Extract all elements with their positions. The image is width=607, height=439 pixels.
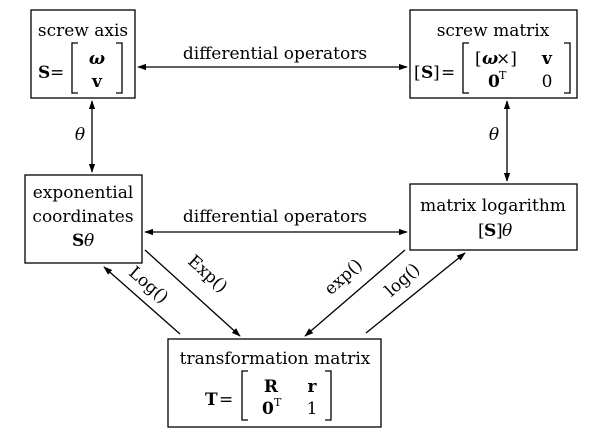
matrix-log-open: [ [478,221,485,241]
screw-matrix-lhs-open: [ [414,63,421,83]
transform-title: transformation matrix [180,349,371,369]
transform-left-bracket [241,370,248,421]
exp-coords-theta: θ [84,231,94,251]
screw-axis-left-bracket [71,42,78,94]
screw-matrix-r1c2: v [541,49,553,69]
edge-top-label: differential operators [183,44,367,64]
screw-axis-right-bracket [116,42,123,94]
exp-coords-node: exponential coordinates S θ [24,174,143,264]
edge-exp-big-label: Exp() [184,251,232,297]
edge-log-label: Log() [124,263,172,308]
edge-log [103,266,181,335]
transform-box [167,338,382,428]
transform-r1c2: r [308,377,318,397]
screw-matrix-left-bracket [462,42,469,94]
matrix-log-theta: θ [502,221,512,241]
transform-eq: = [219,390,233,410]
screw-matrix-r2c1-sup: T [499,69,507,82]
exp-coords-sym: S [72,231,84,251]
screw-matrix-box [409,9,578,99]
screw-axis-lhs: S [38,63,50,83]
screw-axis-title: screw axis [38,21,128,41]
exp-coords-box [24,174,143,264]
edge-exp-big [144,249,241,337]
matrix-log-line1: matrix logarithm [420,196,566,216]
transform-r2c2: 1 [307,399,318,419]
screw-axis-omega: ω [89,49,105,69]
transform-node: transformation matrix T = R r 0 T 1 [167,338,382,428]
edge-middle-label: differential operators [183,207,367,227]
exp-coords-line1: exponential [33,183,134,203]
matrix-log-node: matrix logarithm [ S ] θ [409,183,578,251]
screw-matrix-eq: = [441,63,455,83]
edge-exp-small-label: exp() [321,255,367,299]
matrix-log-sym: S [484,221,496,241]
screw-matrix-lhs-close: ] [433,63,440,83]
screw-matrix-r2c2: 0 [542,72,553,92]
screw-matrix-lhs: S [421,63,433,83]
edge-left-theta: θ [75,125,85,145]
screw-axis-node: screw axis S = ω v [30,9,136,99]
matrix-log-close: ] [496,221,503,241]
screw-matrix-title: screw matrix [437,21,550,41]
screw-matrix-node: screw matrix [ S ] = [ ω ×] v 0 T 0 [409,9,578,99]
matrix-log-box [409,183,578,251]
edge-right-theta: θ [489,125,499,145]
transform-lhs: T [205,390,218,410]
screw-matrix-r1c1-cross: ×] [496,49,517,69]
screw-matrix-r1c1-omega: ω [482,49,498,69]
screw-axis-eq: = [50,63,64,83]
edge-exp-small [304,249,406,337]
screw-axis-v: v [91,72,103,92]
transform-right-bracket [325,370,332,421]
screw-axis-box [30,9,136,99]
transform-r1c1: R [264,377,279,397]
transform-r2c1: 0 [262,399,274,419]
exp-coords-line2: coordinates [32,207,133,227]
edge-log-small [365,252,466,334]
screw-matrix-right-bracket [564,42,571,94]
screw-matrix-r2c1: 0 [488,72,500,92]
transform-r2c1-sup: T [274,396,282,409]
screw-matrix-r1c1-open: [ [475,49,482,69]
